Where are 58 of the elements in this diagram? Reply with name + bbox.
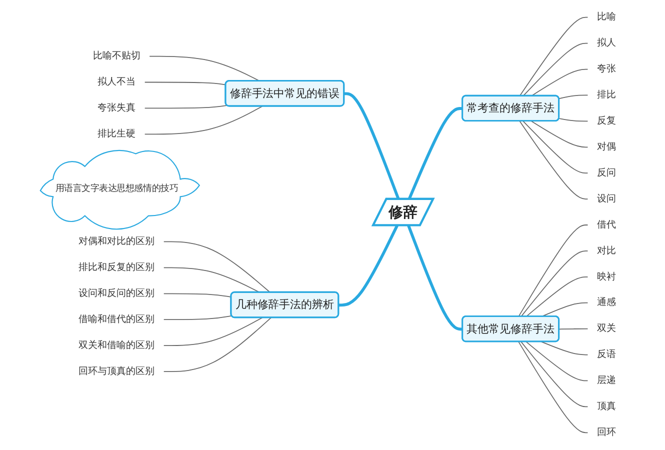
connector — [558, 328, 589, 330]
connector — [408, 107, 463, 200]
connector — [526, 341, 589, 382]
node-text: 回环与顶真的区别 — [78, 366, 155, 377]
node-text: 夸张 — [596, 64, 616, 75]
connector — [558, 94, 589, 100]
node-text: 借代 — [596, 219, 616, 230]
node-text: 拟人不当 — [98, 76, 136, 88]
connector — [541, 302, 589, 317]
connector — [163, 317, 272, 372]
node-text: 映衬 — [596, 271, 616, 282]
node-text: 对比 — [596, 245, 616, 256]
node-text: 借喻和借代的区别 — [78, 314, 155, 325]
connector — [518, 341, 589, 434]
node-text: 通感 — [596, 297, 616, 308]
node-text: 设问 — [596, 193, 616, 204]
node-text: 拟人 — [596, 38, 616, 49]
connector — [144, 104, 228, 109]
node-text: 回环 — [596, 426, 616, 438]
connector — [407, 225, 463, 331]
node-text: 层递 — [596, 375, 616, 386]
node-text: 设问和反问的区别 — [78, 288, 155, 299]
connector — [526, 276, 589, 317]
node-text: 排比 — [596, 90, 616, 101]
connector — [520, 250, 589, 317]
connector — [522, 120, 589, 174]
connector — [558, 118, 589, 122]
connector — [163, 317, 263, 346]
node-text: 双关和借喻的区别 — [78, 340, 155, 351]
connector — [520, 341, 589, 408]
connector — [518, 224, 589, 317]
node-text: 对偶和对比的区别 — [78, 236, 155, 248]
connector — [163, 315, 232, 320]
connector — [541, 341, 589, 356]
node-text: 夸张失真 — [98, 102, 136, 114]
node-text: 双关 — [596, 323, 616, 334]
node-text: 顶真 — [596, 401, 616, 412]
node-text: 排比生硬 — [98, 128, 136, 140]
connector — [163, 241, 271, 293]
node-text: 反问 — [596, 167, 616, 178]
connector — [344, 92, 400, 200]
connector — [148, 56, 260, 82]
node-text: 反复 — [596, 116, 616, 126]
node-text: 比喻不贴切 — [92, 50, 140, 62]
connector — [519, 16, 589, 96]
connector — [519, 120, 589, 200]
node-text: 对偶 — [596, 141, 616, 152]
node-text: 比喻 — [596, 12, 616, 23]
connector — [163, 293, 232, 298]
connector — [163, 267, 260, 293]
node-text: 反语 — [596, 349, 616, 360]
connector — [144, 82, 226, 86]
node-text: 排比和反复的区别 — [78, 262, 155, 273]
connector — [522, 42, 589, 96]
connector — [530, 68, 589, 96]
connector — [530, 120, 589, 148]
connector — [338, 224, 398, 307]
connector — [144, 106, 263, 135]
